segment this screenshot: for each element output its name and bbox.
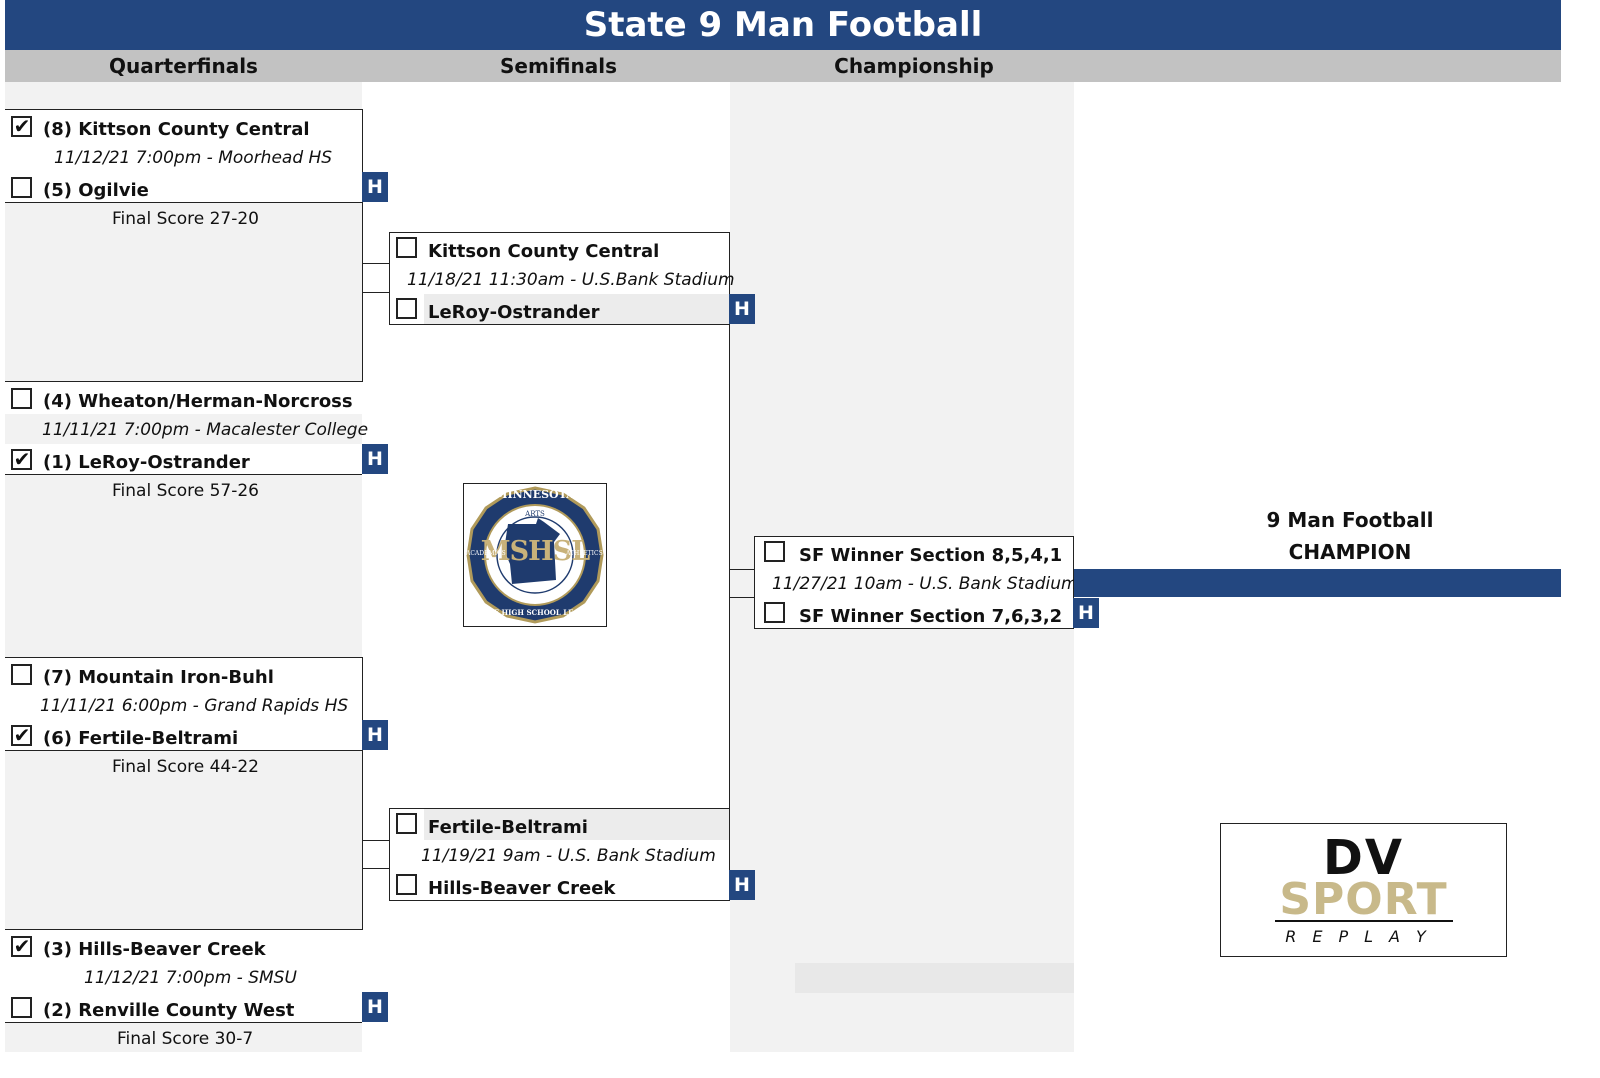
dv-logo-divider <box>1275 920 1453 922</box>
game-info: 11/18/21 11:30am - U.S.Bank Stadium <box>407 270 735 290</box>
team-checkbox[interactable] <box>764 541 785 562</box>
final-score: Final Score 30-7 <box>117 1029 254 1049</box>
team-checkbox[interactable] <box>11 997 32 1018</box>
champion-subtitle: CHAMPION <box>1288 540 1412 564</box>
shaded-strip <box>795 963 1074 993</box>
team-name: Fertile-Beltrami <box>428 817 588 838</box>
championship-game <box>754 536 1074 629</box>
dv-sport-replay-logo: DV SPORT REPLAY <box>1220 823 1507 957</box>
team-checkbox[interactable] <box>11 933 32 959</box>
column-header-quarterfinals: Quarterfinals <box>109 54 258 78</box>
home-button[interactable]: H <box>729 294 755 324</box>
bracket-line <box>5 750 362 751</box>
bracket-connector <box>730 597 754 598</box>
team-name: Hills-Beaver Creek <box>428 878 616 899</box>
bracket-line <box>5 657 362 658</box>
team-row-highlight <box>424 294 729 324</box>
mshsl-wordmark: MSHSL <box>480 536 590 567</box>
team-checkbox[interactable] <box>11 388 32 409</box>
team-name: (1) LeRoy-Ostrander <box>43 452 250 473</box>
home-button[interactable]: H <box>362 720 388 750</box>
bracket-line <box>729 324 730 809</box>
game-info: 11/27/21 10am - U.S. Bank Stadium <box>772 574 1078 594</box>
bracket-line <box>5 109 362 110</box>
team-checkbox[interactable] <box>396 237 417 258</box>
page-title: State 9 Man Football <box>5 0 1561 50</box>
team-checkbox[interactable] <box>396 813 417 834</box>
column-header-row <box>5 50 1561 82</box>
bracket-connector <box>362 868 389 869</box>
team-checkbox[interactable] <box>11 722 32 748</box>
final-score: Final Score 27-20 <box>112 209 259 229</box>
champion-slot <box>1074 569 1561 597</box>
game-card <box>5 444 362 474</box>
mshsl-arts-text: ARTS <box>525 510 545 518</box>
team-row-highlight <box>424 809 729 840</box>
game-card <box>5 110 362 202</box>
team-checkbox[interactable] <box>11 113 32 139</box>
home-button[interactable]: H <box>362 992 388 1022</box>
team-checkbox[interactable] <box>11 177 32 198</box>
dv-logo-line2: SPORT <box>1279 874 1448 925</box>
mshsl-athletics-text: ATHLETICS <box>566 550 603 557</box>
column-header-semifinals: Semifinals <box>500 54 617 78</box>
team-name: (7) Mountain Iron-Buhl <box>43 667 274 688</box>
game-info: 11/19/21 9am - U.S. Bank Stadium <box>421 846 716 866</box>
team-checkbox[interactable] <box>764 602 785 623</box>
bracket-line <box>362 657 363 930</box>
team-name: SF Winner Section 7,6,3,2 <box>799 606 1063 627</box>
team-name: LeRoy-Ostrander <box>428 302 600 323</box>
final-score: Final Score 57-26 <box>112 481 259 501</box>
team-name: (2) Renville County West <box>43 1000 295 1021</box>
team-name: (8) Kittson County Central <box>43 119 310 140</box>
team-checkbox[interactable] <box>396 298 417 319</box>
team-checkbox[interactable] <box>11 664 32 685</box>
home-button[interactable]: H <box>362 444 388 474</box>
team-checkbox[interactable] <box>396 874 417 895</box>
team-checkbox[interactable] <box>11 446 32 472</box>
team-name: (6) Fertile-Beltrami <box>43 728 239 749</box>
mshsl-ring-bottom-text: STATE HIGH SCHOOL LEAGUE <box>473 608 597 617</box>
game-card <box>5 382 362 414</box>
champion-title: 9 Man Football <box>1266 508 1434 532</box>
game-info: 11/12/21 7:00pm - Moorhead HS <box>54 148 333 168</box>
bracket-line <box>5 929 362 930</box>
home-button[interactable]: H <box>729 870 755 900</box>
home-button[interactable]: H <box>362 172 388 202</box>
bracket-line <box>362 109 363 382</box>
bracket-line <box>5 202 362 203</box>
bracket-connector <box>730 569 754 570</box>
team-name: (3) Hills-Beaver Creek <box>43 939 266 960</box>
quarterfinals-column <box>5 82 362 1052</box>
team-name: (4) Wheaton/Herman-Norcross <box>43 391 353 412</box>
mshsl-logo: MSHSL MINNESOTA ARTS STATE HIGH SCHOOL L… <box>463 483 607 627</box>
game-info: 11/12/21 7:00pm - SMSU <box>84 968 297 988</box>
bracket-connector <box>362 263 389 264</box>
bracket-connector <box>362 292 389 293</box>
dv-logo-line1: DV <box>1323 830 1404 886</box>
mshsl-academics-text: ACADEMICS <box>466 550 506 557</box>
home-button[interactable]: H <box>1073 598 1099 628</box>
game-card <box>5 930 362 1022</box>
team-name: (5) Ogilvie <box>43 180 149 201</box>
bracket-connector <box>362 840 389 841</box>
dv-logo-line3: REPLAY <box>1285 927 1442 946</box>
team-name: SF Winner Section 8,5,4,1 <box>799 545 1063 566</box>
game-card <box>5 658 362 750</box>
mshsl-ring-top-text: MINNESOTA <box>495 488 575 501</box>
bracket-line <box>5 381 362 382</box>
bracket-line <box>5 474 362 475</box>
game-info: 11/11/21 6:00pm - Grand Rapids HS <box>40 696 349 716</box>
column-header-championship: Championship <box>834 54 994 78</box>
team-name: Kittson County Central <box>428 241 660 262</box>
game-info: 11/11/21 7:00pm - Macalester College <box>42 420 369 440</box>
final-score: Final Score 44-22 <box>112 757 259 777</box>
bracket-line <box>5 1022 362 1023</box>
